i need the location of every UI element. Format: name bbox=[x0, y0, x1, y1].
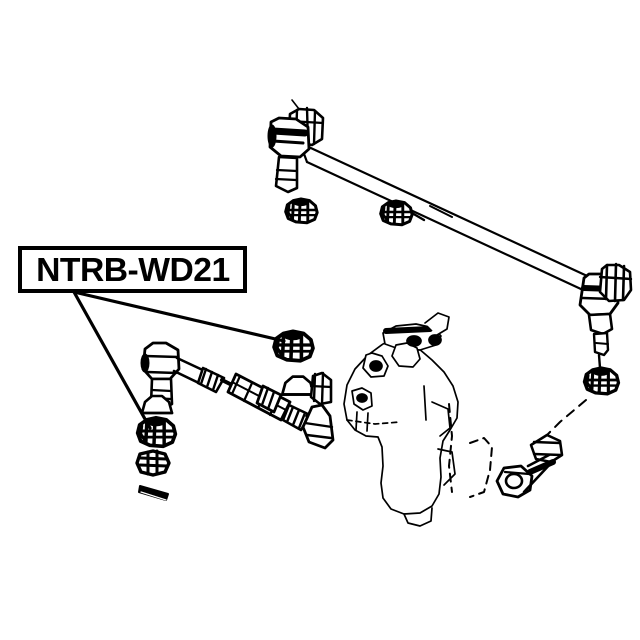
part-number-label: NTRB-WD21 bbox=[18, 246, 247, 293]
bushing-top-left bbox=[284, 197, 319, 225]
idler-arm-ball-joint bbox=[578, 262, 633, 370]
bushing-lower bbox=[135, 415, 178, 449]
steering-gear-housing bbox=[343, 312, 459, 527]
idler-arm-phantom bbox=[448, 399, 587, 499]
bushing-upper bbox=[272, 329, 315, 363]
leader-to-upper-bushing bbox=[72, 290, 286, 343]
bushing-top-right bbox=[379, 199, 414, 227]
tie-rod-end-inner bbox=[281, 371, 335, 450]
label-leader-lines bbox=[72, 290, 286, 430]
tie-rod-adjusting-sleeve bbox=[196, 366, 292, 422]
bushing-top-right-stud bbox=[410, 211, 426, 222]
leader-to-lower-bushing bbox=[72, 290, 152, 430]
cotter-pin bbox=[138, 485, 169, 501]
castle-nut bbox=[135, 449, 171, 477]
relay-rod bbox=[298, 141, 600, 298]
bushing-right bbox=[582, 366, 621, 396]
dust-boot-upper bbox=[280, 375, 316, 396]
pitman-arm-ball-joint bbox=[267, 99, 325, 194]
part-number-text: NTRB-WD21 bbox=[35, 251, 230, 288]
